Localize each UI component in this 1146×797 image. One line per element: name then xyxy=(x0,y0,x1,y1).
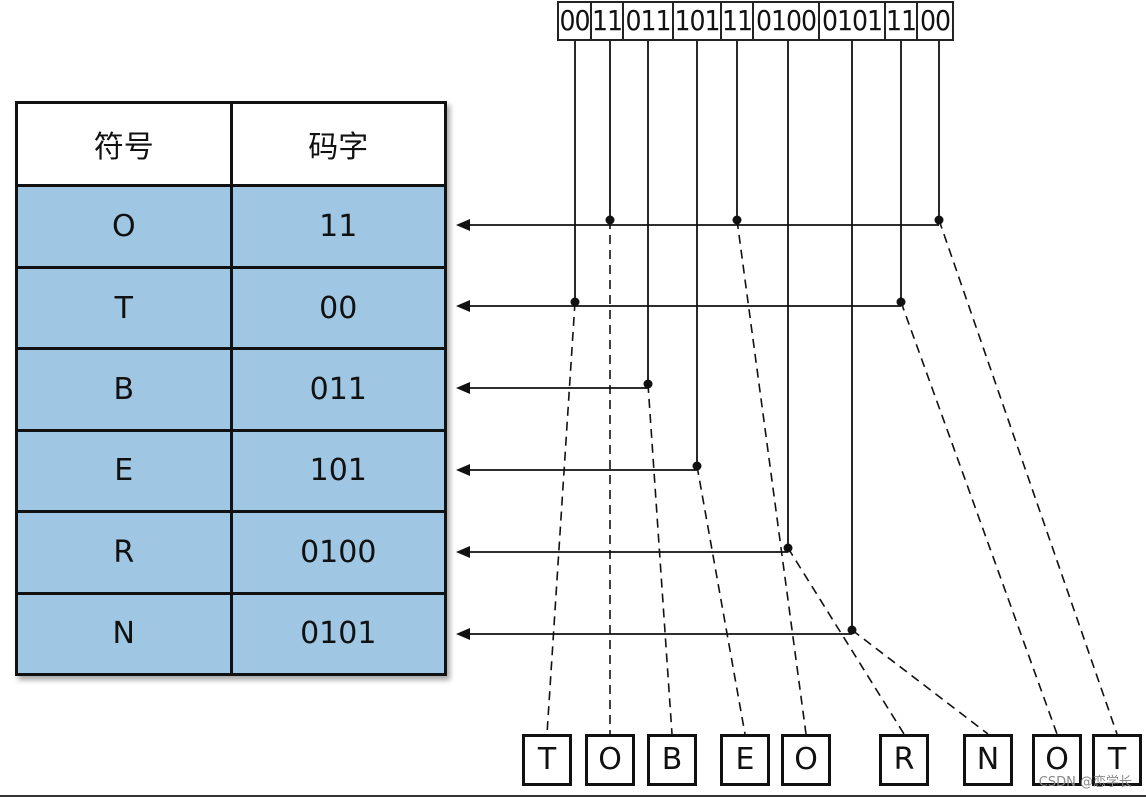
symbol-cell: E xyxy=(15,428,233,514)
arrowhead xyxy=(456,300,470,312)
code-cell: 011 xyxy=(229,347,447,432)
dashed-link xyxy=(696,465,746,735)
symbol-cell: N xyxy=(15,591,233,676)
bitstream-box: 11 xyxy=(720,1,754,41)
decoded-letter: O xyxy=(1032,734,1082,786)
bottom-divider xyxy=(0,795,1146,797)
code-cell: 0101 xyxy=(229,591,447,676)
symbol-cell: R xyxy=(15,510,233,595)
symbol-cell: O xyxy=(15,184,233,269)
bitstream-box: 0100 xyxy=(752,1,820,41)
arrowhead xyxy=(456,546,470,558)
dashed-link xyxy=(546,301,576,735)
table-header-row: 符号 码字 xyxy=(15,100,447,188)
table-row: N 0101 xyxy=(15,591,447,676)
table-row: E 101 xyxy=(15,428,447,514)
table-row: R 0100 xyxy=(15,510,447,595)
decoded-letter: T xyxy=(1092,734,1142,786)
header-code: 码字 xyxy=(229,100,447,188)
dashed-link xyxy=(900,301,1058,735)
bitstream-box: 11 xyxy=(590,1,624,41)
table-row: O 11 xyxy=(15,184,447,269)
dashed-link xyxy=(851,629,989,735)
decoded-letter: R xyxy=(879,734,929,786)
code-cell: 00 xyxy=(229,265,447,351)
symbol-cell: B xyxy=(15,347,233,432)
decoded-letter: N xyxy=(963,734,1013,786)
watermark: CSDN @恋学长 xyxy=(1038,775,1132,790)
bitstream-box: 0101 xyxy=(818,1,886,41)
bitstream-box: 101 xyxy=(672,1,722,41)
decoded-letter: B xyxy=(647,734,697,786)
symbol-cell: T xyxy=(15,265,233,351)
bitstream-box: 011 xyxy=(622,1,674,41)
table-row: T 00 xyxy=(15,265,447,351)
decoded-letter: O xyxy=(585,734,635,786)
table-row: B 011 xyxy=(15,347,447,432)
dashed-link xyxy=(787,547,905,735)
arrowhead xyxy=(456,382,470,394)
code-cell: 0100 xyxy=(229,510,447,595)
decoded-letter: E xyxy=(720,734,770,786)
bitstream-box: 00 xyxy=(557,1,592,41)
decoded-letter: T xyxy=(522,734,572,786)
dashed-link xyxy=(736,219,807,735)
code-table: 符号 码字 O 11 T 00 B 011 E 101 R 0100 N 010… xyxy=(15,100,447,676)
bitstream-box: 00 xyxy=(916,1,954,41)
dashed-link xyxy=(938,219,1118,735)
code-cell: 101 xyxy=(229,428,447,514)
dashed-link xyxy=(647,383,673,735)
arrowhead xyxy=(456,219,470,231)
bitstream-box: 11 xyxy=(884,1,918,41)
header-symbol: 符号 xyxy=(15,100,233,188)
decoded-letter: O xyxy=(781,734,831,786)
arrowhead xyxy=(456,628,470,640)
code-cell: 11 xyxy=(229,184,447,269)
arrowhead xyxy=(456,464,470,476)
